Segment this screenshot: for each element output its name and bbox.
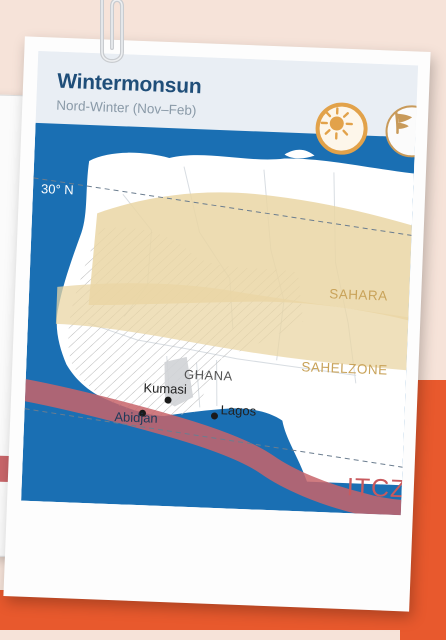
paperclip [88, 0, 136, 76]
city-label-abidjan: Abidjan [114, 409, 158, 426]
city-label-lagos: Lagos [220, 402, 256, 418]
sun-icon [319, 106, 354, 141]
region-label-sahara: SAHARA [329, 286, 388, 303]
polaroid-card: Wintermonsun Nord-Winter (Nov–Feb) [3, 36, 430, 611]
wind-icon [387, 106, 418, 137]
city-label-kumasi: Kumasi [143, 380, 187, 397]
region-label-itcz: ITCZ [346, 473, 407, 504]
monsoon-map: Wintermonsun Nord-Winter (Nov–Feb) [21, 51, 418, 515]
latitude-label: 30° N [41, 181, 74, 197]
region-label-ghana: GHANA [184, 367, 233, 384]
